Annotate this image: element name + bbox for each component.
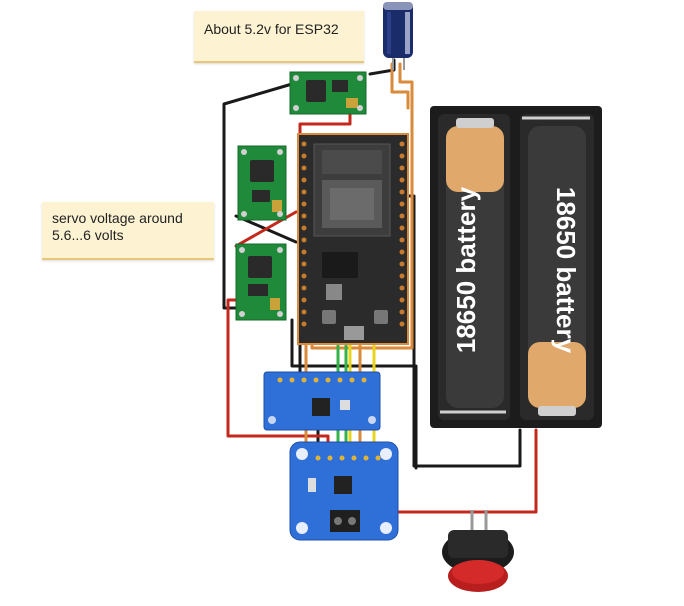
wire-black-top-buck — [222, 82, 294, 310]
esp32-board — [297, 133, 409, 345]
battery-label-left: 18650 battery — [451, 186, 481, 353]
push-button — [442, 510, 514, 592]
note-servo-voltage: servo voltage around 5.6...6 volts — [42, 202, 214, 260]
battery-cell-right — [522, 116, 590, 416]
buck-converter-bottom — [235, 243, 287, 321]
capacitor — [383, 2, 413, 70]
battery-label-right: 18650 battery — [551, 187, 581, 354]
esp32-pins-right — [399, 141, 405, 327]
imu-module — [263, 371, 381, 431]
wire-black-gnd-long — [290, 318, 418, 470]
esp32-pins-left — [301, 141, 307, 327]
wire-black-cap — [368, 58, 396, 76]
note-esp32-voltage: About 5.2v for ESP32 — [194, 11, 364, 63]
wire-orange-cap-b — [390, 62, 410, 110]
buck-converter-middle — [237, 145, 287, 221]
battery-cell-left — [440, 118, 506, 414]
buck-converter-top — [289, 71, 367, 115]
current-sensor-module — [289, 441, 399, 541]
